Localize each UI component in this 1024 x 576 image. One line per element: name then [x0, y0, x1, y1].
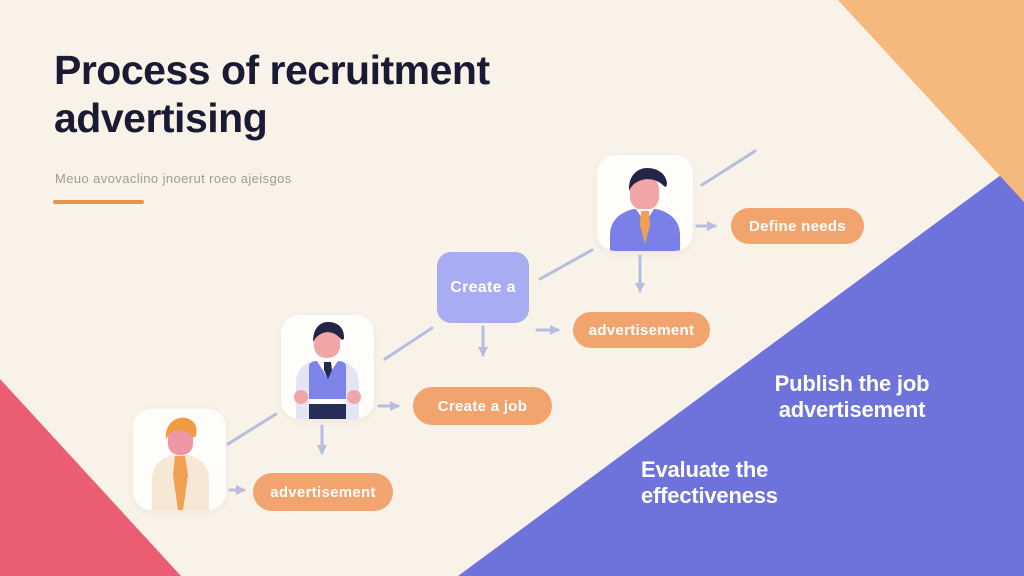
stage-publish-label: Publish the job advertisement [774, 371, 930, 422]
avatar-card-middle [281, 315, 374, 419]
page-title: Process of recruitment advertising [54, 47, 490, 141]
page-subtitle: Meuo avovaclino jnoerut roeo ajeisgos [55, 171, 292, 186]
purple-region [458, 158, 1024, 576]
pill-create-a-job: Create a job [413, 387, 552, 425]
avatar-card-top [597, 155, 693, 251]
pill-define-needs: Define needs [731, 208, 864, 244]
node-create-a: Create a [437, 252, 529, 323]
stage-evaluate-label: Evaluate the effectiveness [641, 457, 778, 508]
connector-create-a-to-top-avatar [538, 248, 594, 281]
connector-top-avatar-up [700, 149, 757, 187]
title-underline [53, 200, 144, 204]
corner-triangle-orange [838, 0, 1024, 202]
corner-triangle-pink [0, 379, 181, 576]
avatar-card-bottom [133, 409, 226, 510]
connector-middle-avatar-to-create-a [383, 326, 434, 361]
pill-advertisement-bottom: advertisement [253, 473, 393, 511]
pill-advertisement-top: advertisement [573, 312, 710, 348]
man-in-vest-avatar-icon [294, 322, 361, 419]
man-in-blue-suit-avatar-icon [610, 168, 680, 251]
person-orange-hair-avatar-icon [152, 417, 209, 510]
connector-bottom-to-middle-avatar [226, 412, 278, 446]
